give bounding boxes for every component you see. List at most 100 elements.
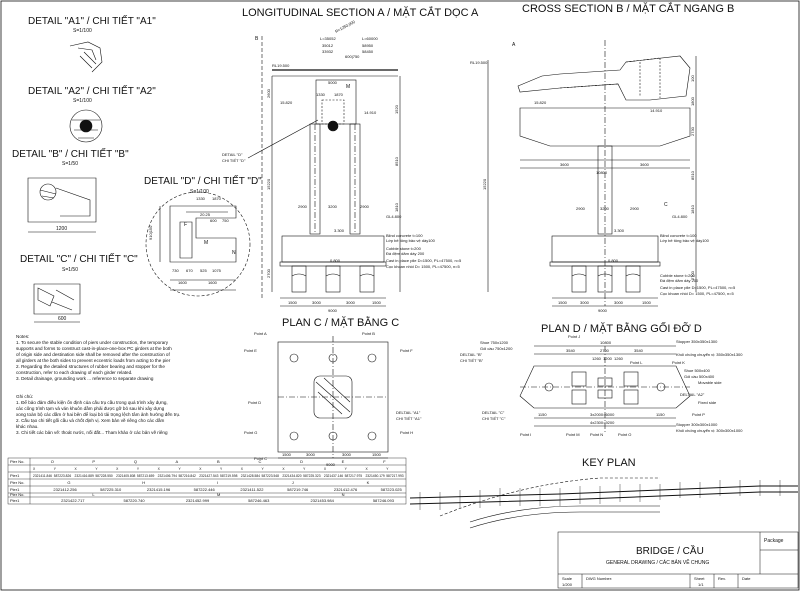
long-dim-5000: 5000 [328,80,338,85]
cross-section-title: CROSS SECTION B / MẶT CẮT NGANG B [522,2,734,15]
notes-line-3: of origin side and destination side shal… [16,352,170,357]
long-top-l3: 35012 [322,43,334,48]
long-dim-1500a: 1500 [288,300,298,305]
detail-b-scale: S=1/50 [62,161,78,167]
cross-dim-15220: 15220 [482,178,487,190]
table-cell: 587217.993 [386,474,404,478]
pland-dim-10800: 10800 [600,340,612,345]
long-lvl3: 3.300 [334,228,345,233]
table-cell: 2321412.256 [53,487,77,492]
planc-point-h: Point H [400,430,413,435]
table-cell: 587220.740 [124,498,146,503]
pland-dim-1150a: 1150 [538,412,547,417]
notes-line-7: 3. Detail drainage, grounding work ... r… [16,376,154,381]
table-row-label: Pier1 [10,473,20,478]
table-cell: Y [303,467,306,471]
table-cell: X [158,467,161,471]
long-pile-vn: Cọc khoan nhồi D= 1500, PL=47500, n=5 [386,264,461,269]
detail-c-dim-600: 600 [58,316,67,322]
pland-dim-3540b: 3540 [634,348,644,353]
cross-dim-1500b: 1500 [642,300,652,305]
long-dim-1870: 1870 [334,92,344,97]
table-cell: Y [262,467,265,471]
table-cell: B [217,459,220,464]
table-cell: 2321415.196 [147,487,171,492]
long-top-l7: 600|750 [345,54,360,59]
long-top-l4: 58950 [362,43,374,48]
pland-point-i: Point I [520,432,531,437]
pland-point-l: Point L [630,360,643,365]
plan-c: PLAN C / MẶT BẰNG C Point A Point B Poin… [244,316,422,467]
long-lvl1: 15.820 [280,100,293,105]
cross-dim-9000: 9000 [598,308,608,313]
long-dim-9000: 9000 [328,308,338,313]
pland-dim-1150b: 1150 [656,412,665,417]
tb-package: Package [764,538,784,544]
cross-pile-vn: Cọc khoan nhồi D= 1500, PL=47500, n=5 [660,291,735,296]
pland-stopper1-vn: Khối chống chuyển vị: 350x350x1300 [676,352,743,357]
table-cell: D [300,459,303,464]
long-b-marker: B [255,36,259,42]
planc-detail: DELTAIL "A1" [396,410,421,415]
long-pile: Cast in place pile D=1500, PL=47500, n=5 [386,258,462,263]
notes-vn-line-1: 1. Để bảo đảm điều kiện ổn định của cấu … [16,400,168,405]
table-cell: 587217.975 [345,474,363,478]
pland-movable: Movable side [698,380,722,385]
table-cell: C [259,459,262,464]
long-dim-8510: 8510 [394,156,399,166]
detail-b: DETAIL "B" / CHI TIẾT "B" S=1/50 1200 [12,147,129,233]
table-cell: 587219.598 [220,474,238,478]
cross-dim-3200: 3200 [600,206,610,211]
cross-dim-3000b: 3000 [614,300,624,305]
table-cell: Y [345,467,348,471]
notes-vn-line-2: các công trình tạm và ván khuôn dầm phải… [16,406,165,411]
pland-chi-tiet-b: CHI TIẾT "B" [460,358,484,363]
table-cell: 2321427.543 [199,474,218,478]
table-cell: 587223.025 [381,487,403,492]
pland-stopper1: Stopper 350x350x1300 [676,339,718,344]
cross-pile: Cast in place pile D=1500, PL=47500, n=5 [660,285,736,290]
detail-d-dim-1870: 1870 [212,196,222,201]
notes-line-2: supports and forms to construct cast-in-… [16,346,172,351]
table-cell: L [92,492,95,497]
detail-d-dim-750: 750 [222,218,229,223]
long-cobble-vn: Đá đệm dăm dày 200 [386,251,425,256]
long-dim-1810: 1810 [394,202,399,212]
table-cell: H [142,480,145,485]
detail-c: DETAIL "C" / CHI TIẾT "C" S=1/50 600 [20,252,138,323]
table-cell: X [75,467,78,471]
table-cell: F [383,459,386,464]
detail-a2: DETAIL "A2" / CHI TIẾT "A2" S=1/100 [28,84,156,143]
detail-d-dim-730: 730 [172,268,179,273]
cross-cobble: Cobble stone t=200 [660,273,696,278]
long-dim-3000a: 3000 [312,300,322,305]
long-cobble: Cobble stone t=200 [386,246,422,251]
cross-dim-10800: 10800 [596,170,608,175]
cross-dim-3000a: 3000 [580,300,590,305]
long-blind: Blind concrete t=100 [386,233,423,238]
table-cell: 2321450.179 [365,474,384,478]
table-row-label: Pier1 [10,498,20,503]
cross-blind: Blind concrete t=100 [660,233,697,238]
key-plan: KEY PLAN [409,457,798,529]
notes-vn-line-5: khác nhau. [16,424,39,429]
detail-d-dim-1075: 1075 [212,268,222,273]
cross-lvl4: 0.800 [608,258,619,263]
pland-shoe-vn: Gối cầu 750x1200 [480,346,513,351]
detail-d-title: DETAIL "D" / CHI TIẾT "D" [144,174,262,187]
pland-stopper2-vn: Khối chống chuyển vị: 300x300x1000 [676,428,743,433]
cross-lvl1: 15.820 [534,100,547,105]
cross-a-marker-top: A [512,42,516,48]
planc-point-c: Point C [254,456,267,461]
long-label-m: M [346,84,350,90]
table-cell: X [33,467,36,471]
detail-a1-scale: S=1/100 [73,28,92,34]
cross-rl: RL19.500 [470,60,488,65]
planc-chi-tiet: CHI TIẾT "A1" [396,416,422,421]
pland-point-m: Point M [566,432,580,437]
detail-c-title: DETAIL "C" / CHI TIẾT "C" [20,252,138,265]
cross-dim-2900b: 2900 [630,206,640,211]
notes-line-6: construction, refer to each drawing of e… [16,370,133,375]
